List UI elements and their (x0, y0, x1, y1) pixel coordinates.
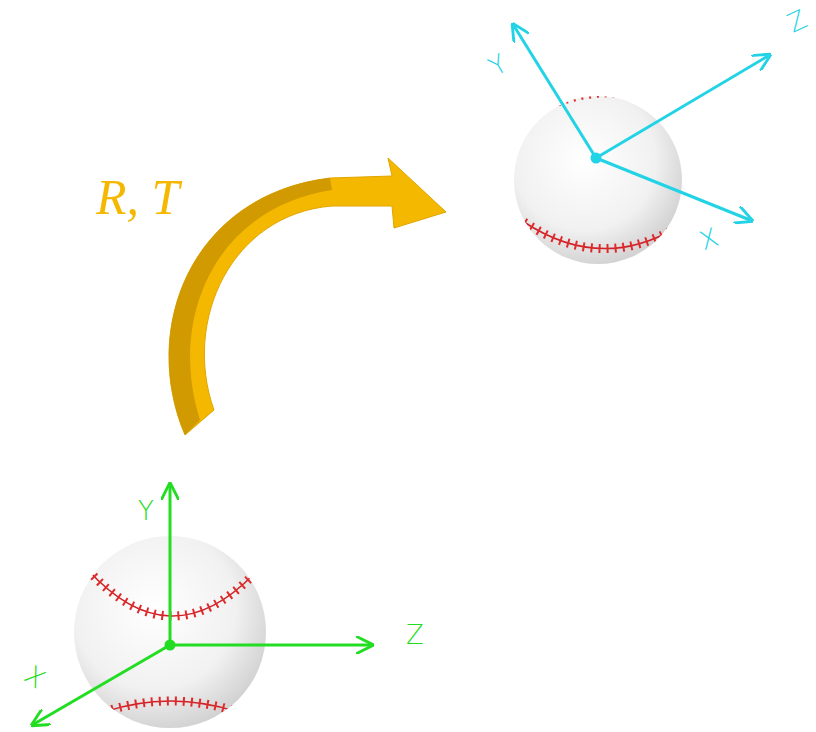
axis-label: Y (138, 498, 154, 524)
axis-label: X (696, 224, 722, 255)
world-axes (34, 486, 370, 724)
axis-label: Z (783, 5, 810, 36)
axis-label: X (20, 661, 50, 693)
transform-label: R, T (96, 172, 179, 222)
baseball (514, 93, 684, 264)
transform-arrow (169, 158, 446, 435)
axis-label: Y (485, 50, 512, 80)
axis-label: Z (406, 622, 424, 648)
object-axes (514, 26, 768, 220)
